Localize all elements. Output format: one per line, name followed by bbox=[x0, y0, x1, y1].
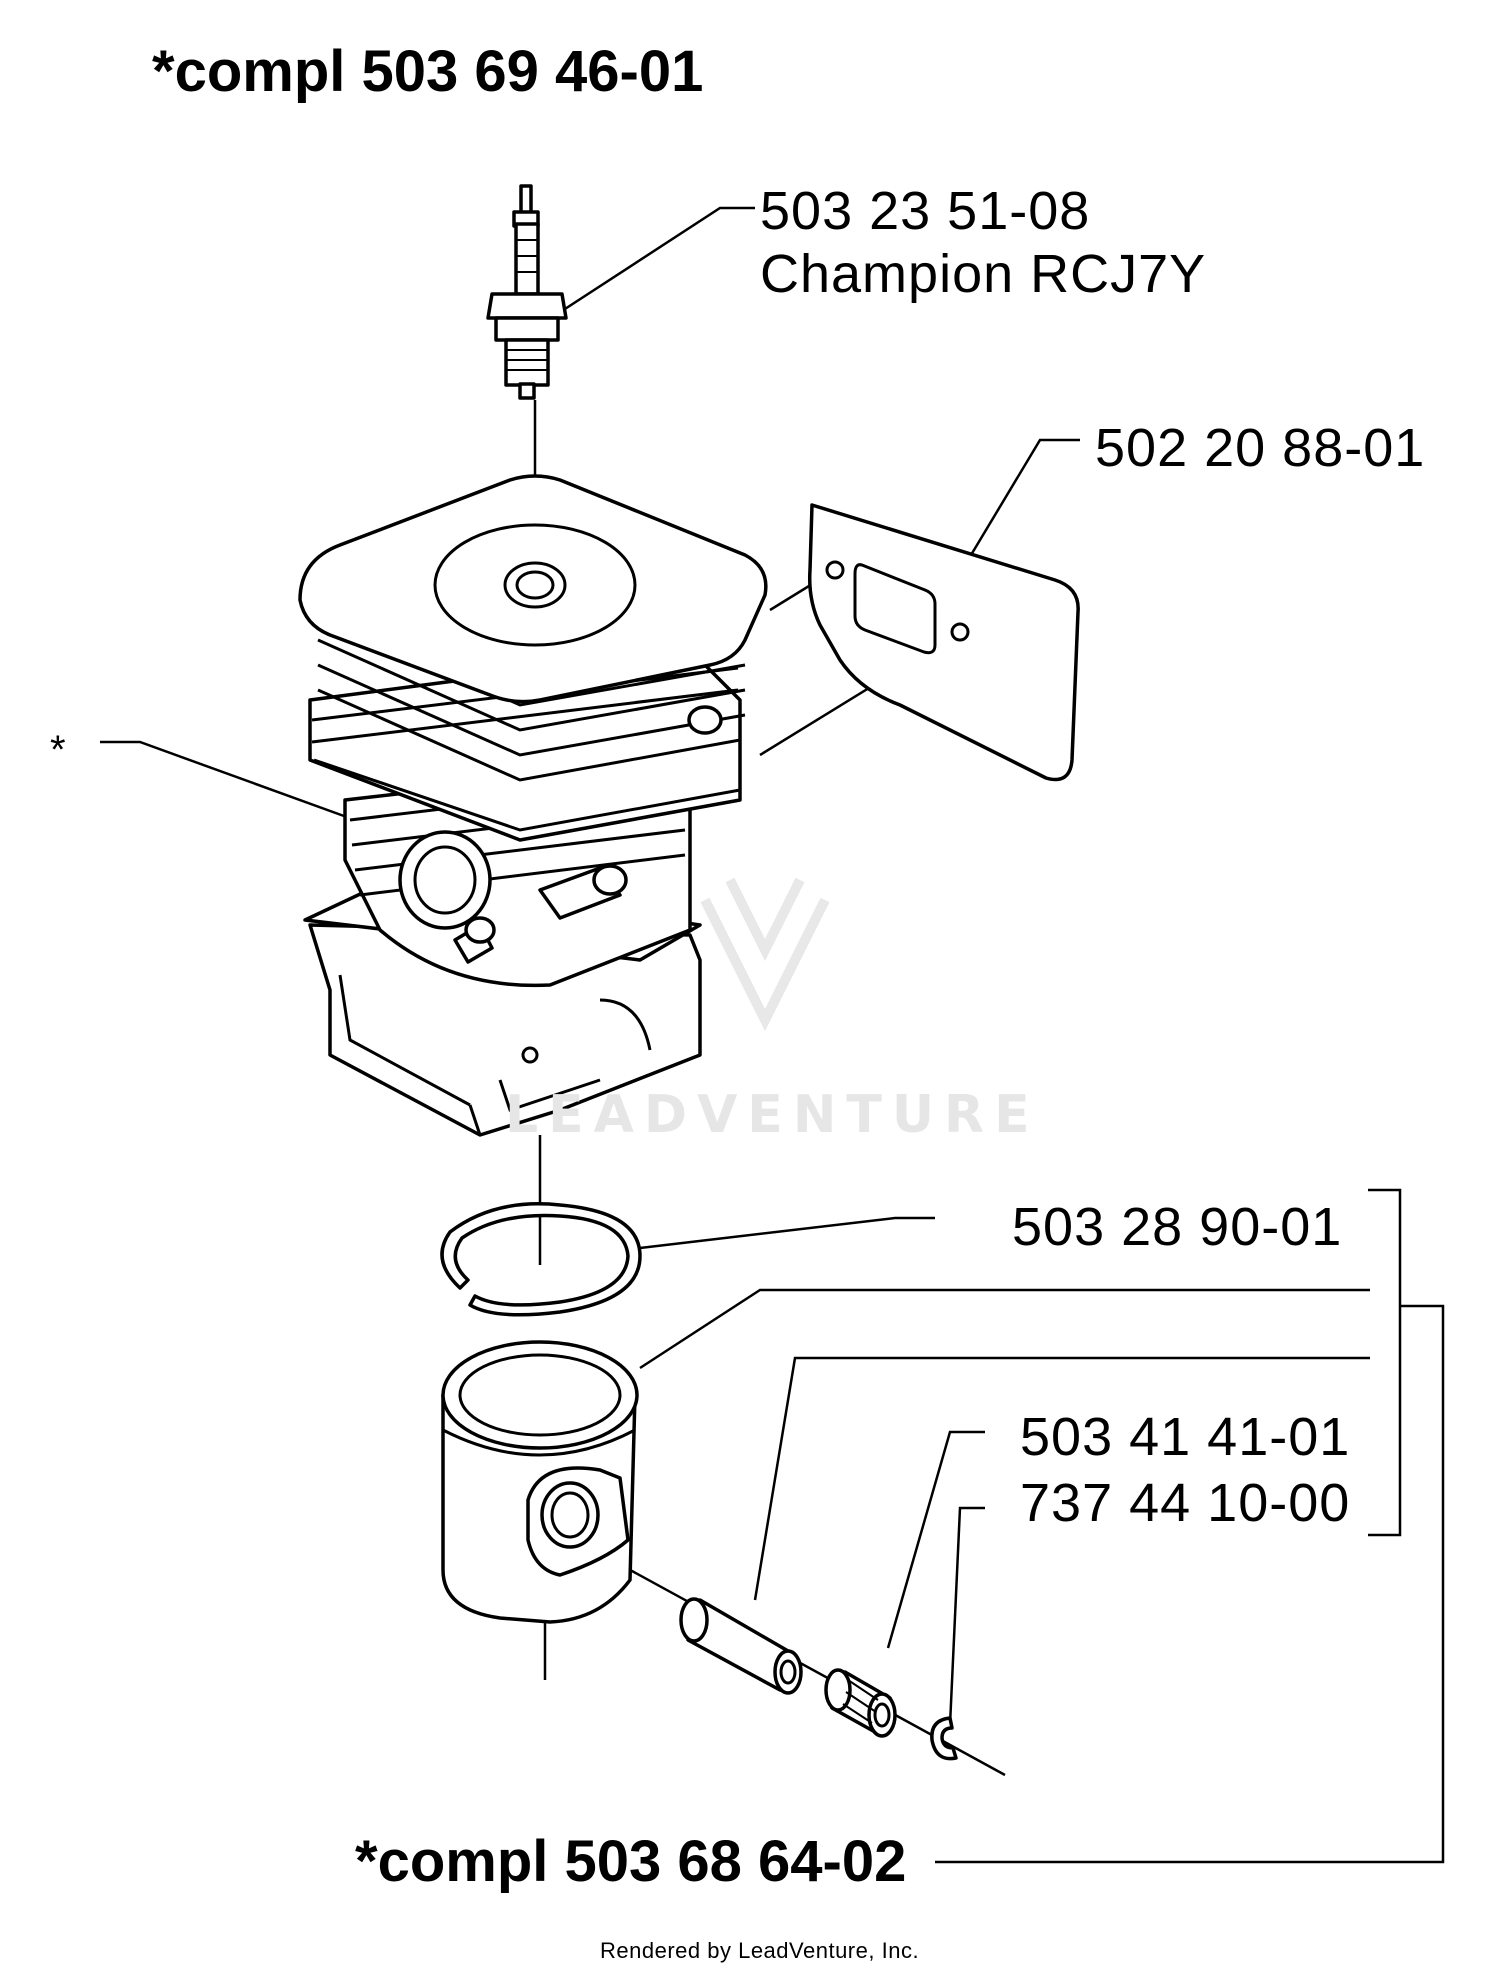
ring-part-number: 503 28 90-01 bbox=[1012, 1197, 1343, 1257]
pin-part-number: 503 41 41-01 bbox=[1020, 1407, 1351, 1467]
bottom-compl-label: *compl 503 68 64-02 bbox=[355, 1829, 907, 1894]
watermark-text: LEADVENTURE bbox=[505, 1085, 1040, 1145]
exhaust-gasket bbox=[807, 503, 1080, 782]
top-compl-label: *compl 503 69 46-01 bbox=[152, 39, 704, 104]
asterisk-label: * bbox=[50, 728, 66, 772]
spark-plug-name: Champion RCJ7Y bbox=[760, 244, 1207, 304]
piston bbox=[441, 1340, 639, 1624]
spark-plug bbox=[486, 184, 568, 400]
leader-pin bbox=[753, 1356, 1370, 1601]
leader-piston bbox=[639, 1288, 1370, 1370]
spark-plug-part-number: 503 23 51-08 bbox=[760, 181, 1091, 241]
needle-bearing bbox=[824, 1668, 897, 1738]
leader-asterisk bbox=[100, 740, 356, 822]
cylinder bbox=[298, 474, 768, 1137]
piston-ring bbox=[440, 1202, 642, 1317]
watermark-logo bbox=[700, 877, 830, 1032]
circlip bbox=[930, 1716, 958, 1761]
footer-credit: Rendered by LeadVenture, Inc. bbox=[600, 1938, 920, 1963]
gasket-part-number: 502 20 88-01 bbox=[1095, 418, 1426, 478]
leader-circlip bbox=[948, 1506, 985, 1726]
leader-ring bbox=[639, 1216, 935, 1250]
leader-gasket bbox=[948, 438, 1080, 591]
bracket-ring-pin bbox=[1368, 1188, 1402, 1537]
leader-spark-plug bbox=[547, 206, 755, 322]
piston-pin bbox=[679, 1597, 803, 1695]
leader-bearing bbox=[886, 1430, 985, 1649]
bearing-part-number: 737 44 10-00 bbox=[1020, 1473, 1351, 1533]
bracket-bottom-compl bbox=[935, 1304, 1445, 1864]
